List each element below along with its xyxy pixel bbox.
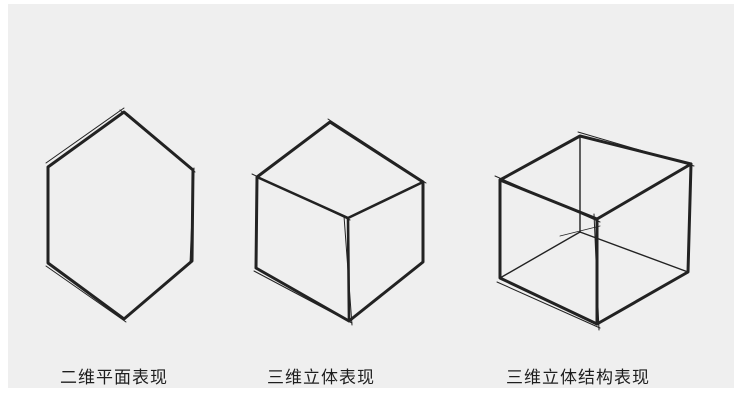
figure-background: [8, 4, 734, 388]
caption-3d-structure: 三维立体结构表现: [506, 368, 650, 388]
wireframe-cube-3d: [494, 131, 695, 331]
caption-3d-solid: 三维立体表现: [267, 368, 375, 388]
solid-cube-3d: [251, 118, 427, 326]
hexagon-2d-shape: [45, 107, 196, 323]
caption-2d-flat: 二维平面表现: [60, 368, 168, 388]
